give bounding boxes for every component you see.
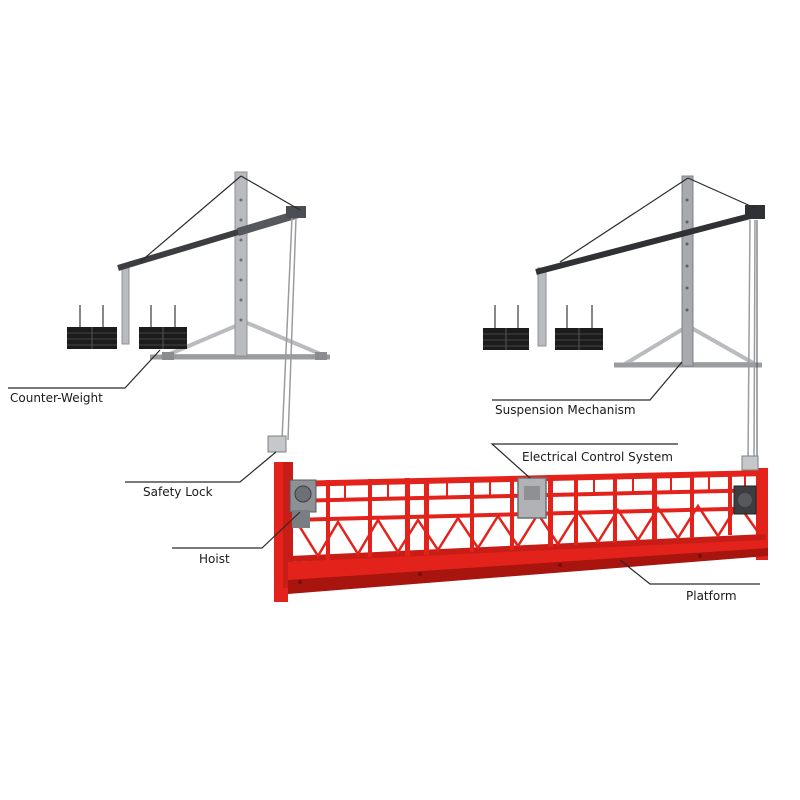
left-safety-lock [267, 435, 287, 453]
right-suspension-mechanism [483, 175, 765, 463]
right-hoist [733, 485, 757, 515]
left-counterweight-stack [139, 305, 187, 349]
suspension-mechanism-leader [492, 361, 683, 401]
platform-bolts [298, 554, 702, 584]
left-counterweight-stack [67, 305, 117, 349]
right-mast-holes [685, 198, 689, 312]
counter-weight-label: Counter-Weight [10, 391, 103, 405]
electrical-control-system-label: Electrical Control System [522, 450, 673, 464]
safety-lock-label: Safety Lock [143, 485, 213, 499]
right-counterweight-stack [555, 305, 603, 350]
right-wire-rope [747, 219, 751, 463]
left-base-foot [315, 352, 327, 360]
left-mast-holes [239, 198, 243, 322]
electrical-control-box-panel [524, 486, 540, 500]
right-counterweight-stack [483, 305, 529, 350]
left-base-foot [162, 352, 174, 360]
left-wire-rope [281, 217, 293, 441]
left-beam-head [286, 206, 306, 218]
right-stay-wire [687, 177, 756, 209]
left-suspension-mechanism [67, 171, 330, 441]
right-mast [681, 175, 694, 367]
platform-label: Platform [686, 589, 737, 603]
right-wire-rope [753, 219, 756, 463]
left-rear-post [121, 267, 130, 345]
counter-weight-leader [8, 349, 161, 389]
right-beam [535, 210, 763, 275]
platform-leader [619, 559, 760, 585]
safety-lock-leader [125, 451, 277, 483]
platform-posts [326, 471, 732, 560]
platform [267, 435, 768, 602]
electrical-control-system-leader [490, 443, 678, 479]
right-safety-lock [741, 455, 759, 471]
platform-bracing [296, 501, 760, 559]
suspension-mechanism-label: Suspension Mechanism [495, 403, 636, 417]
left-stay-wire [240, 175, 301, 211]
right-stay-wire [559, 177, 689, 263]
platform-left-end-frame-outer [283, 462, 293, 588]
left-stay-wire [139, 175, 242, 263]
leader-lines [8, 349, 760, 585]
left-wire-rope [287, 217, 297, 441]
right-beam-head [745, 205, 765, 219]
hoist-label: Hoist [199, 552, 230, 566]
left-mast [234, 171, 248, 357]
hoist-leader [172, 511, 301, 549]
platform-deck-edge [288, 548, 768, 594]
right-rear-post [537, 267, 547, 347]
